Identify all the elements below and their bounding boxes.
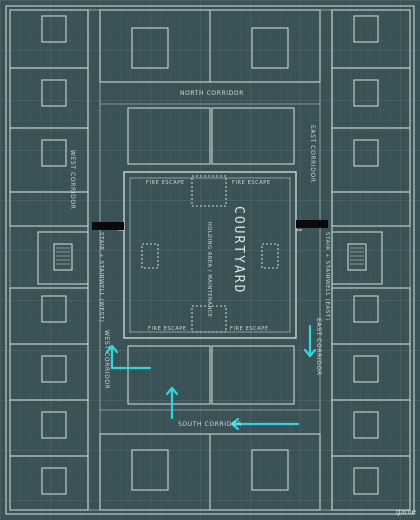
fire-escape-nw-label: FIRE ESCAPE <box>146 180 185 186</box>
east-door-marker <box>296 220 328 228</box>
fire-escape-sw-label: FIRE ESCAPE <box>148 326 187 332</box>
stair-west-label: STAIR + STAIRWELL (WEST) <box>98 232 104 323</box>
courtyard-sub-label: HOLDING AREA / MAINTENANCE <box>206 222 212 318</box>
watermark: game <box>396 508 416 516</box>
fire-escape-se-label: FIRE ESCAPE <box>230 326 269 332</box>
west-corridor-label-upper: WEST CORRIDOR <box>69 150 76 210</box>
east-corridor-label-upper: EAST CORRIDOR <box>309 125 316 183</box>
building-walls <box>5 5 415 515</box>
route-arrows <box>105 324 317 431</box>
west-door-marker <box>92 222 124 230</box>
stair-east-label: STAIR + STAIRWELL (EAST) <box>324 232 330 321</box>
route-arrow-west <box>110 344 152 370</box>
south-corridor-label: SOUTH CORRIDOR <box>178 421 242 428</box>
courtyard-label: COURTYARD <box>231 206 246 295</box>
east-corridor-label-lower: EAST CORRIDOR <box>315 318 322 376</box>
stair-treads <box>56 247 364 265</box>
north-corridor-label: NORTH CORRIDOR <box>180 90 244 97</box>
west-wing-rooms <box>9 9 89 511</box>
west-corridor-label-lower: WEST CORRIDOR <box>103 330 110 390</box>
fire-escape-ne-label: FIRE ESCAPE <box>232 180 271 186</box>
